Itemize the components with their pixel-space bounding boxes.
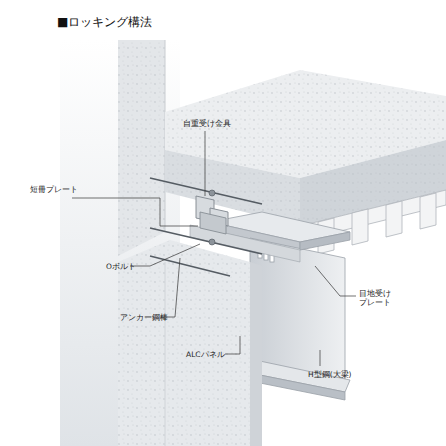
part-label: 自重受け金具 [183, 119, 231, 128]
part-label: H型鋼(大梁) [308, 370, 352, 379]
part-label: Oボルト [106, 262, 136, 271]
part-label: 短冊プレート [30, 185, 78, 194]
strip-plate [200, 212, 226, 234]
deck-plate [300, 190, 446, 254]
anchor-rods [150, 178, 262, 276]
upper-alc-panel [118, 40, 165, 256]
leader-lines [72, 131, 356, 366]
part-label: 目地受け プレート [359, 289, 397, 307]
part-label: アンカー鋼棒 [120, 313, 168, 322]
part-label: ALCパネル [186, 350, 225, 359]
lower-alc-panel [118, 240, 262, 446]
o-bolts [209, 190, 215, 245]
title: ■ロッキング構法 [57, 14, 152, 31]
